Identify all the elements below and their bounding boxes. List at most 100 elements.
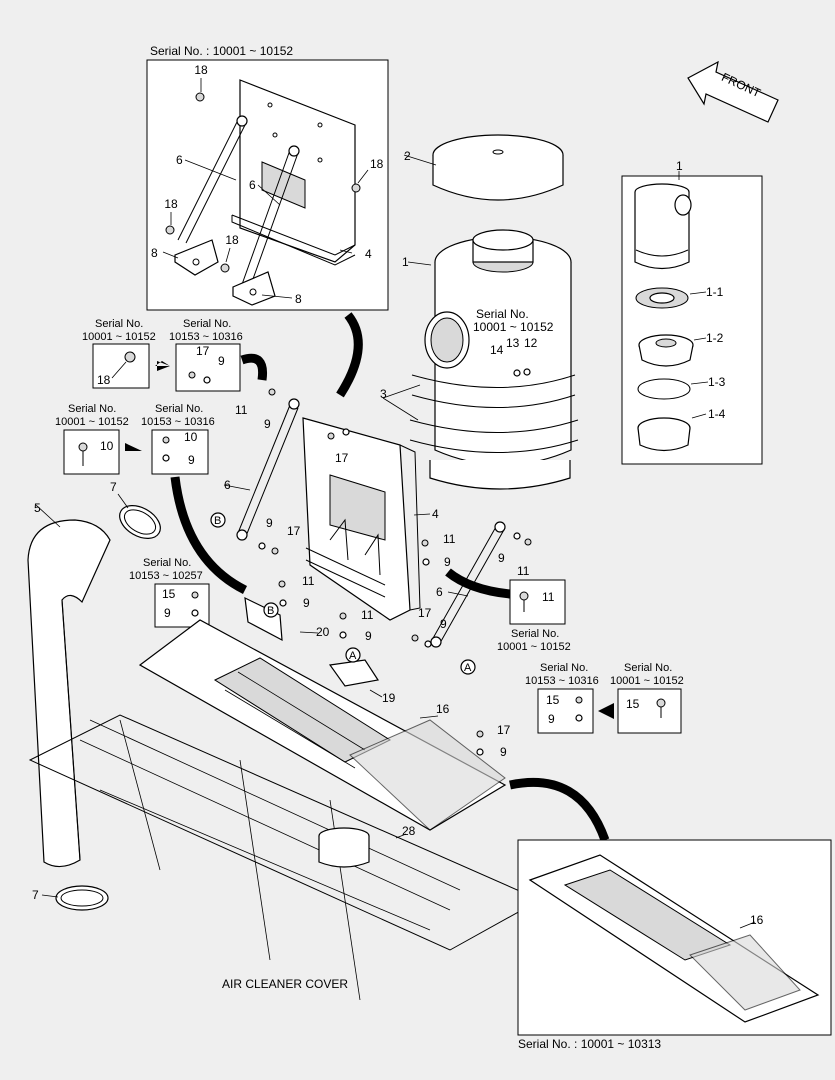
label-14: 14 [490,343,504,357]
ref-a: A [464,662,472,674]
inset-top: Serial No. : 10001 ~ 10152 18 18 18 18 6… [146,44,389,311]
label-17: 17 [335,451,349,465]
serial-title: Serial No. [540,662,588,674]
label-15: 15 [546,693,560,707]
label-11: 11 [443,532,456,546]
curved-arrow [170,476,248,595]
cover-plates: 20 A 19 B 16 17 9 28 [28,596,542,1001]
label-11: 11 [517,564,530,578]
label-17: 17 [418,606,432,620]
inset-bottom: 16 Serial No. : 10001 ~ 10313 [517,839,832,1051]
label-15: 15 [626,697,640,711]
callout-boxes-right: 11 Serial No. 10001 ~ 10152 Serial No. 1… [497,579,684,734]
label-10: 10 [100,439,114,453]
inset-top-serial: Serial No. : 10001 ~ 10152 [150,44,293,58]
label-7: 7 [110,480,117,494]
label-1-2: 1-2 [706,331,724,345]
curved-arrow [336,312,363,398]
serial-title: Serial No. [511,628,559,640]
label-18: 18 [164,197,178,211]
label-8: 8 [295,292,302,306]
label-16: 16 [750,913,764,927]
label-9: 9 [498,551,505,565]
label-9: 9 [303,596,310,610]
label-11: 11 [542,590,555,604]
label-12: 12 [524,336,538,350]
ref-a: A [349,650,357,662]
curved-arrow [509,777,610,842]
main-bracket: 4 17 6 11 9 9 17 B 6 9 11 A 17 9 11 [210,388,532,675]
label-9: 9 [218,354,225,368]
label-11: 11 [235,403,248,417]
label-11: 11 [302,574,315,588]
label-9: 9 [444,555,451,569]
label-20: 20 [316,625,330,639]
label-28: 28 [402,824,416,838]
hose-assembly: 5 7 7 [27,480,161,911]
serial-range: 10001 ~ 10152 [497,641,571,653]
label-1-1: 1-1 [706,285,724,299]
label-9: 9 [164,606,171,620]
inset-filter-exploded: 1 1-1 1-2 1-3 1-4 [621,159,763,465]
label-9: 9 [264,417,271,431]
label-9: 9 [188,453,195,467]
curved-arrow [445,568,511,599]
label-11: 11 [361,608,374,622]
label-1: 1 [402,255,409,269]
label-6: 6 [249,178,256,192]
serial-range: 10153 ~ 10316 [169,331,243,343]
label-10: 10 [184,430,198,444]
label-2: 2 [404,149,411,163]
serial-range: 10153 ~ 10316 [141,416,215,428]
label-17: 17 [497,723,511,737]
label-9: 9 [500,745,507,759]
label-17: 17 [196,344,210,358]
ref-b: B [214,515,221,527]
label-9: 9 [548,712,555,726]
serial-title: Serial No. [183,318,231,330]
label-8: 8 [151,246,158,260]
serial-range: 10153 ~ 10257 [129,570,203,582]
front-arrow: FRONT [687,60,779,123]
label-9: 9 [440,617,447,631]
air-cleaner-serial-range: 10001 ~ 10152 [473,320,554,334]
label-4: 4 [432,507,439,521]
serial-range: 10001 ~ 10152 [610,675,684,687]
label-5: 5 [34,501,41,515]
label-19: 19 [382,691,396,705]
serial-title: Serial No. [624,662,672,674]
serial-title: Serial No. [68,403,116,415]
label-4: 4 [365,247,372,261]
label-6: 6 [224,478,231,492]
serial-title: Serial No. [155,403,203,415]
air-cleaner-serial-title: Serial No. [476,307,529,321]
label-1-4: 1-4 [708,407,726,421]
curved-arrow [240,353,268,381]
label-18: 18 [225,233,239,247]
serial-title: Serial No. [95,318,143,330]
serial-range: 10001 ~ 10152 [55,416,129,428]
label-15: 15 [162,587,176,601]
label-18: 18 [194,63,208,77]
label-16: 16 [436,702,450,716]
label-13: 13 [506,336,520,350]
diagram-caption: AIR CLEANER COVER [222,977,348,991]
air-cleaner-assembly: 2 1 Serial No. 10001 ~ 10152 14 13 12 3 [380,134,579,490]
label-1-3: 1-3 [708,375,726,389]
label-6: 6 [176,153,183,167]
label-7: 7 [32,888,39,902]
serial-range: 10153 ~ 10316 [525,675,599,687]
inset-bottom-serial: Serial No. : 10001 ~ 10313 [518,1037,661,1051]
label-18: 18 [370,157,384,171]
label-9: 9 [365,629,372,643]
serial-range: 10001 ~ 10152 [82,331,156,343]
ref-b: B [267,605,274,617]
label-18: 18 [97,373,111,387]
label-1: 1 [676,159,683,173]
label-17: 17 [287,524,301,538]
callout-boxes-left: Serial No. 10001 ~ 10152 18 Serial No. 1… [55,318,243,628]
serial-title: Serial No. [143,557,191,569]
label-6: 6 [436,585,443,599]
label-9: 9 [266,516,273,530]
